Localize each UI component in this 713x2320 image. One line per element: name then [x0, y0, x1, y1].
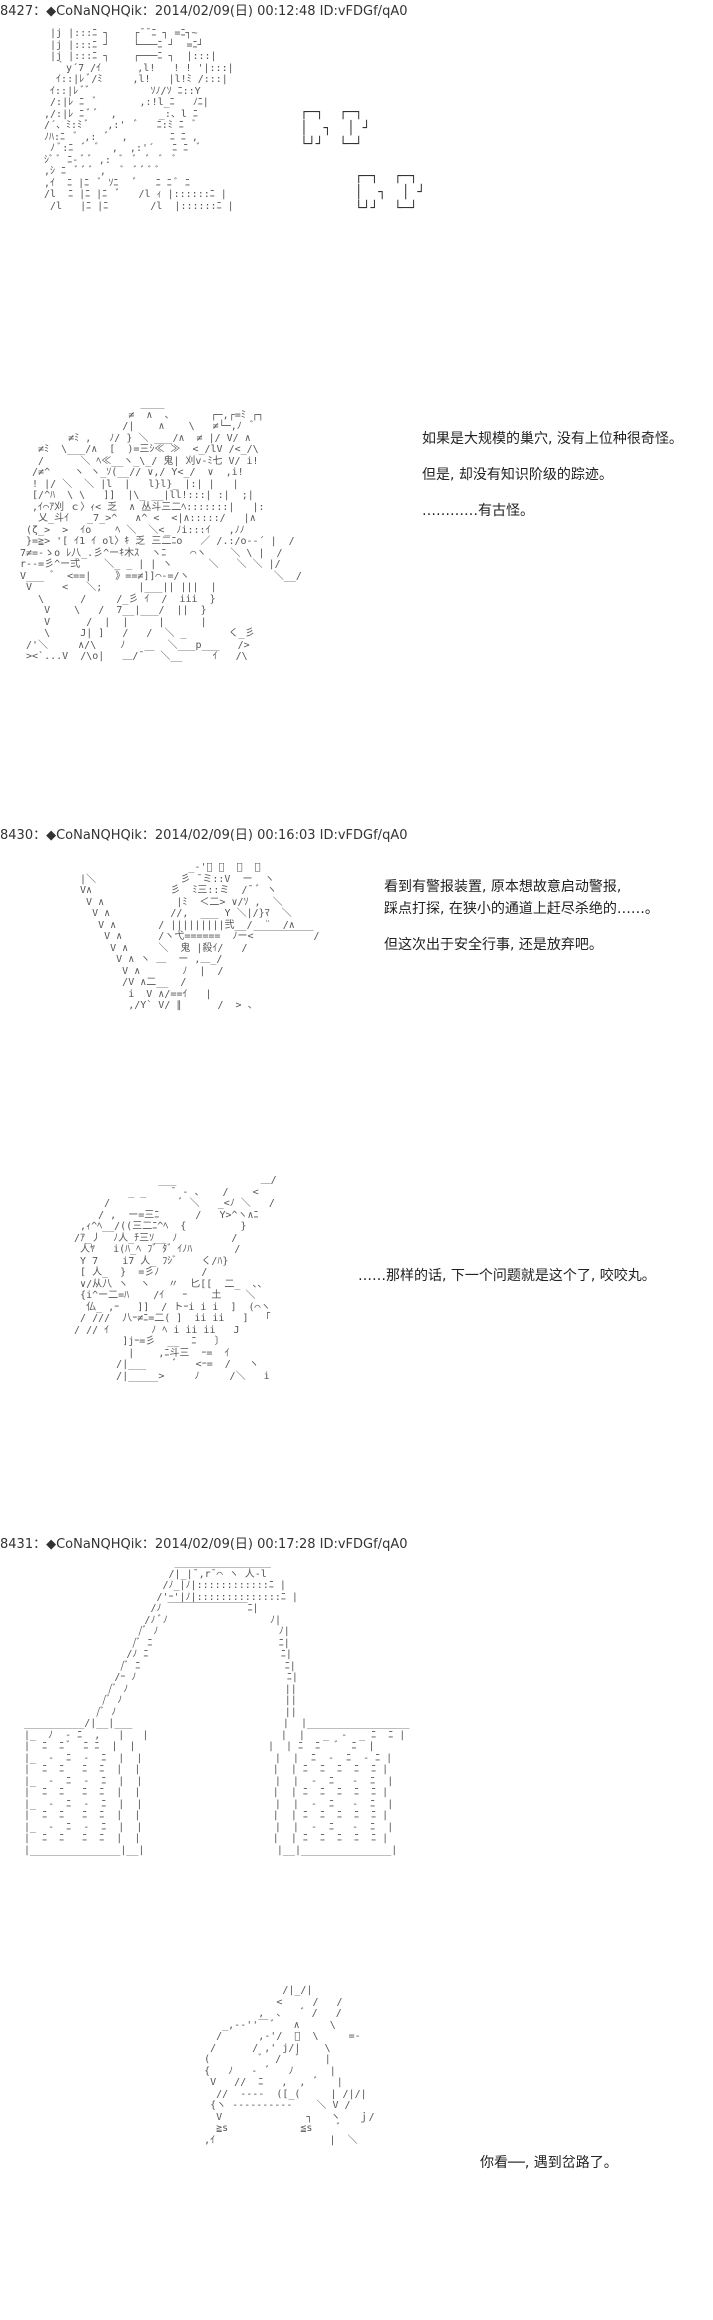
post-header: 8427：◆CoNaNQHQik：2014/02/09(日) 00:12:48 …: [0, 4, 408, 19]
ascii-art-pointing-character: _-'ﾞ ﾞ ￣ ﾞ |＼ 彡 ¯ミ::V ー ヽ V∧ 彡 ﾐ三::ミ /¯ …: [80, 862, 320, 1011]
narration-block: 看到有警报装置, 原本想故意启动警报, 踩点打探, 在狭小的通道上赶尽杀绝的………: [384, 876, 659, 956]
narration-line: …………有古怪。: [422, 503, 534, 519]
narration-line: 你看──, 遇到岔路了。: [480, 2155, 618, 2171]
post-header: 8430：◆CoNaNQHQik：2014/02/09(日) 00:16:03 …: [0, 828, 408, 843]
narration-line: [384, 920, 659, 934]
narration-line: 踩点打探, 在狭小的通道上赶尽杀绝的……。: [384, 901, 659, 917]
ascii-art-group-scene: ____ ≠ ∧ 、 ┌─,┌=ﾐ ┌┐ /| ∧ \ ≠└─,ﾉ ﾞ ≠ﾐ ,…: [20, 398, 302, 662]
narration-block: 你看──, 遇到岔路了。: [480, 2152, 618, 2174]
narration-line: 如果是大规模的巢穴, 没有上位种很奇怪。: [422, 431, 683, 447]
ascii-art-character-window: |j |:::ﾆ ┐ ┌¯¯ﾆ ┐ =ﾆ┐~ |j |:::ﾆ ┘ └───ﾆ …: [44, 28, 234, 212]
narration-line: 但是, 却没有知识阶级的踪迹。: [422, 467, 613, 483]
ascii-art-sound-effect: ┌─┐ ┌─┐ │ ┐ │ ┘ └┘┘ └─┘ ┌─┐ ┌─┐ │ ┐ │ ┘ …: [300, 105, 426, 216]
ascii-art-forked-corridor: ________________ /|_|¯,r¯⌒ ヽ 人-l /ﾉ_|ﾉ|:…: [24, 1557, 410, 1856]
narration-line: ……那样的话, 下一个问题就是这个了, 咬咬丸。: [358, 1268, 656, 1284]
ascii-art-thinking-character: ___ ＿/ _ _ ¯ ‐ 、 / < / ﾞ ＼ _<ﾉ ＼ / / , ー…: [74, 1175, 277, 1382]
narration-block: 如果是大规模的巢穴, 没有上位种很奇怪。 但是, 却没有知识阶级的踪迹。 …………: [422, 428, 683, 522]
ascii-art-character-back-view: /|_/| < / / , 、 ﾞ / / _,-‐''￣ ﾞ ∧ \ / ,-…: [204, 1985, 375, 2146]
post-header: 8431：◆CoNaNQHQik：2014/02/09(日) 00:17:28 …: [0, 1537, 408, 1552]
narration-line: 看到有警报装置, 原本想故意启动警报,: [384, 879, 622, 895]
narration-line: 但这次出于安全行事, 还是放弃吧。: [384, 937, 603, 953]
narration-block: ……那样的话, 下一个问题就是这个了, 咬咬丸。: [358, 1265, 656, 1287]
